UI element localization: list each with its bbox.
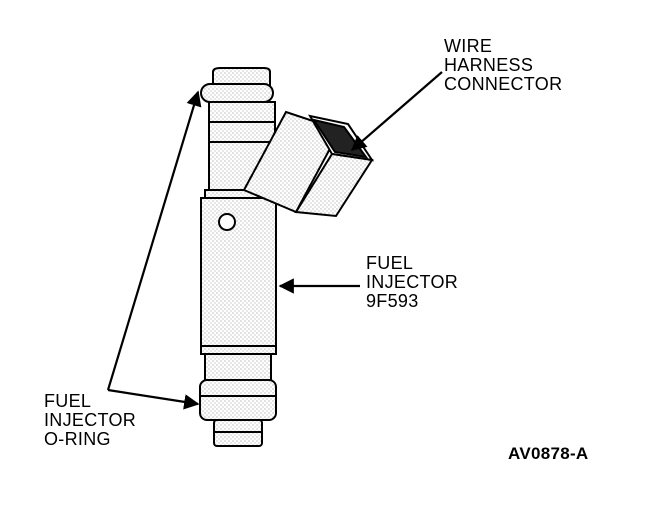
wire-harness-connector-label-line2: HARNESS	[444, 55, 534, 75]
figure-id: AV0878-A	[508, 444, 589, 463]
fuel-injector-label: FUEL INJECTOR 9F593	[366, 254, 458, 311]
injector-lower-collar	[204, 353, 272, 381]
wire-harness-connector-label-line1: WIRE	[444, 36, 493, 56]
o-ring-label-line3: O-RING	[44, 429, 111, 449]
lower-o-ring	[199, 379, 277, 421]
arrow-o-ring-lower	[107, 388, 200, 410]
arrow-wire-harness	[350, 71, 443, 152]
o-ring-label: FUEL INJECTOR O-RING	[44, 392, 136, 449]
fuel-injector-label-line1: FUEL	[366, 253, 414, 273]
o-ring-label-line1: FUEL	[44, 391, 92, 411]
upper-o-ring	[200, 83, 274, 103]
wire-harness-connector-label: WIRE HARNESS CONNECTOR	[444, 37, 562, 94]
injector-main-body	[200, 197, 277, 355]
fuel-injector-body	[199, 67, 284, 447]
fuel-injector-label-line3: 9F593	[366, 291, 419, 311]
leader-lines	[106, 71, 443, 410]
fuel-injector-label-line2: INJECTOR	[366, 272, 459, 292]
o-ring-label-line2: INJECTOR	[44, 410, 137, 430]
wire-harness-connector-label-line3: CONNECTOR	[444, 74, 563, 94]
arrow-o-ring-upper	[106, 90, 202, 391]
injector-side-hole	[218, 213, 236, 231]
